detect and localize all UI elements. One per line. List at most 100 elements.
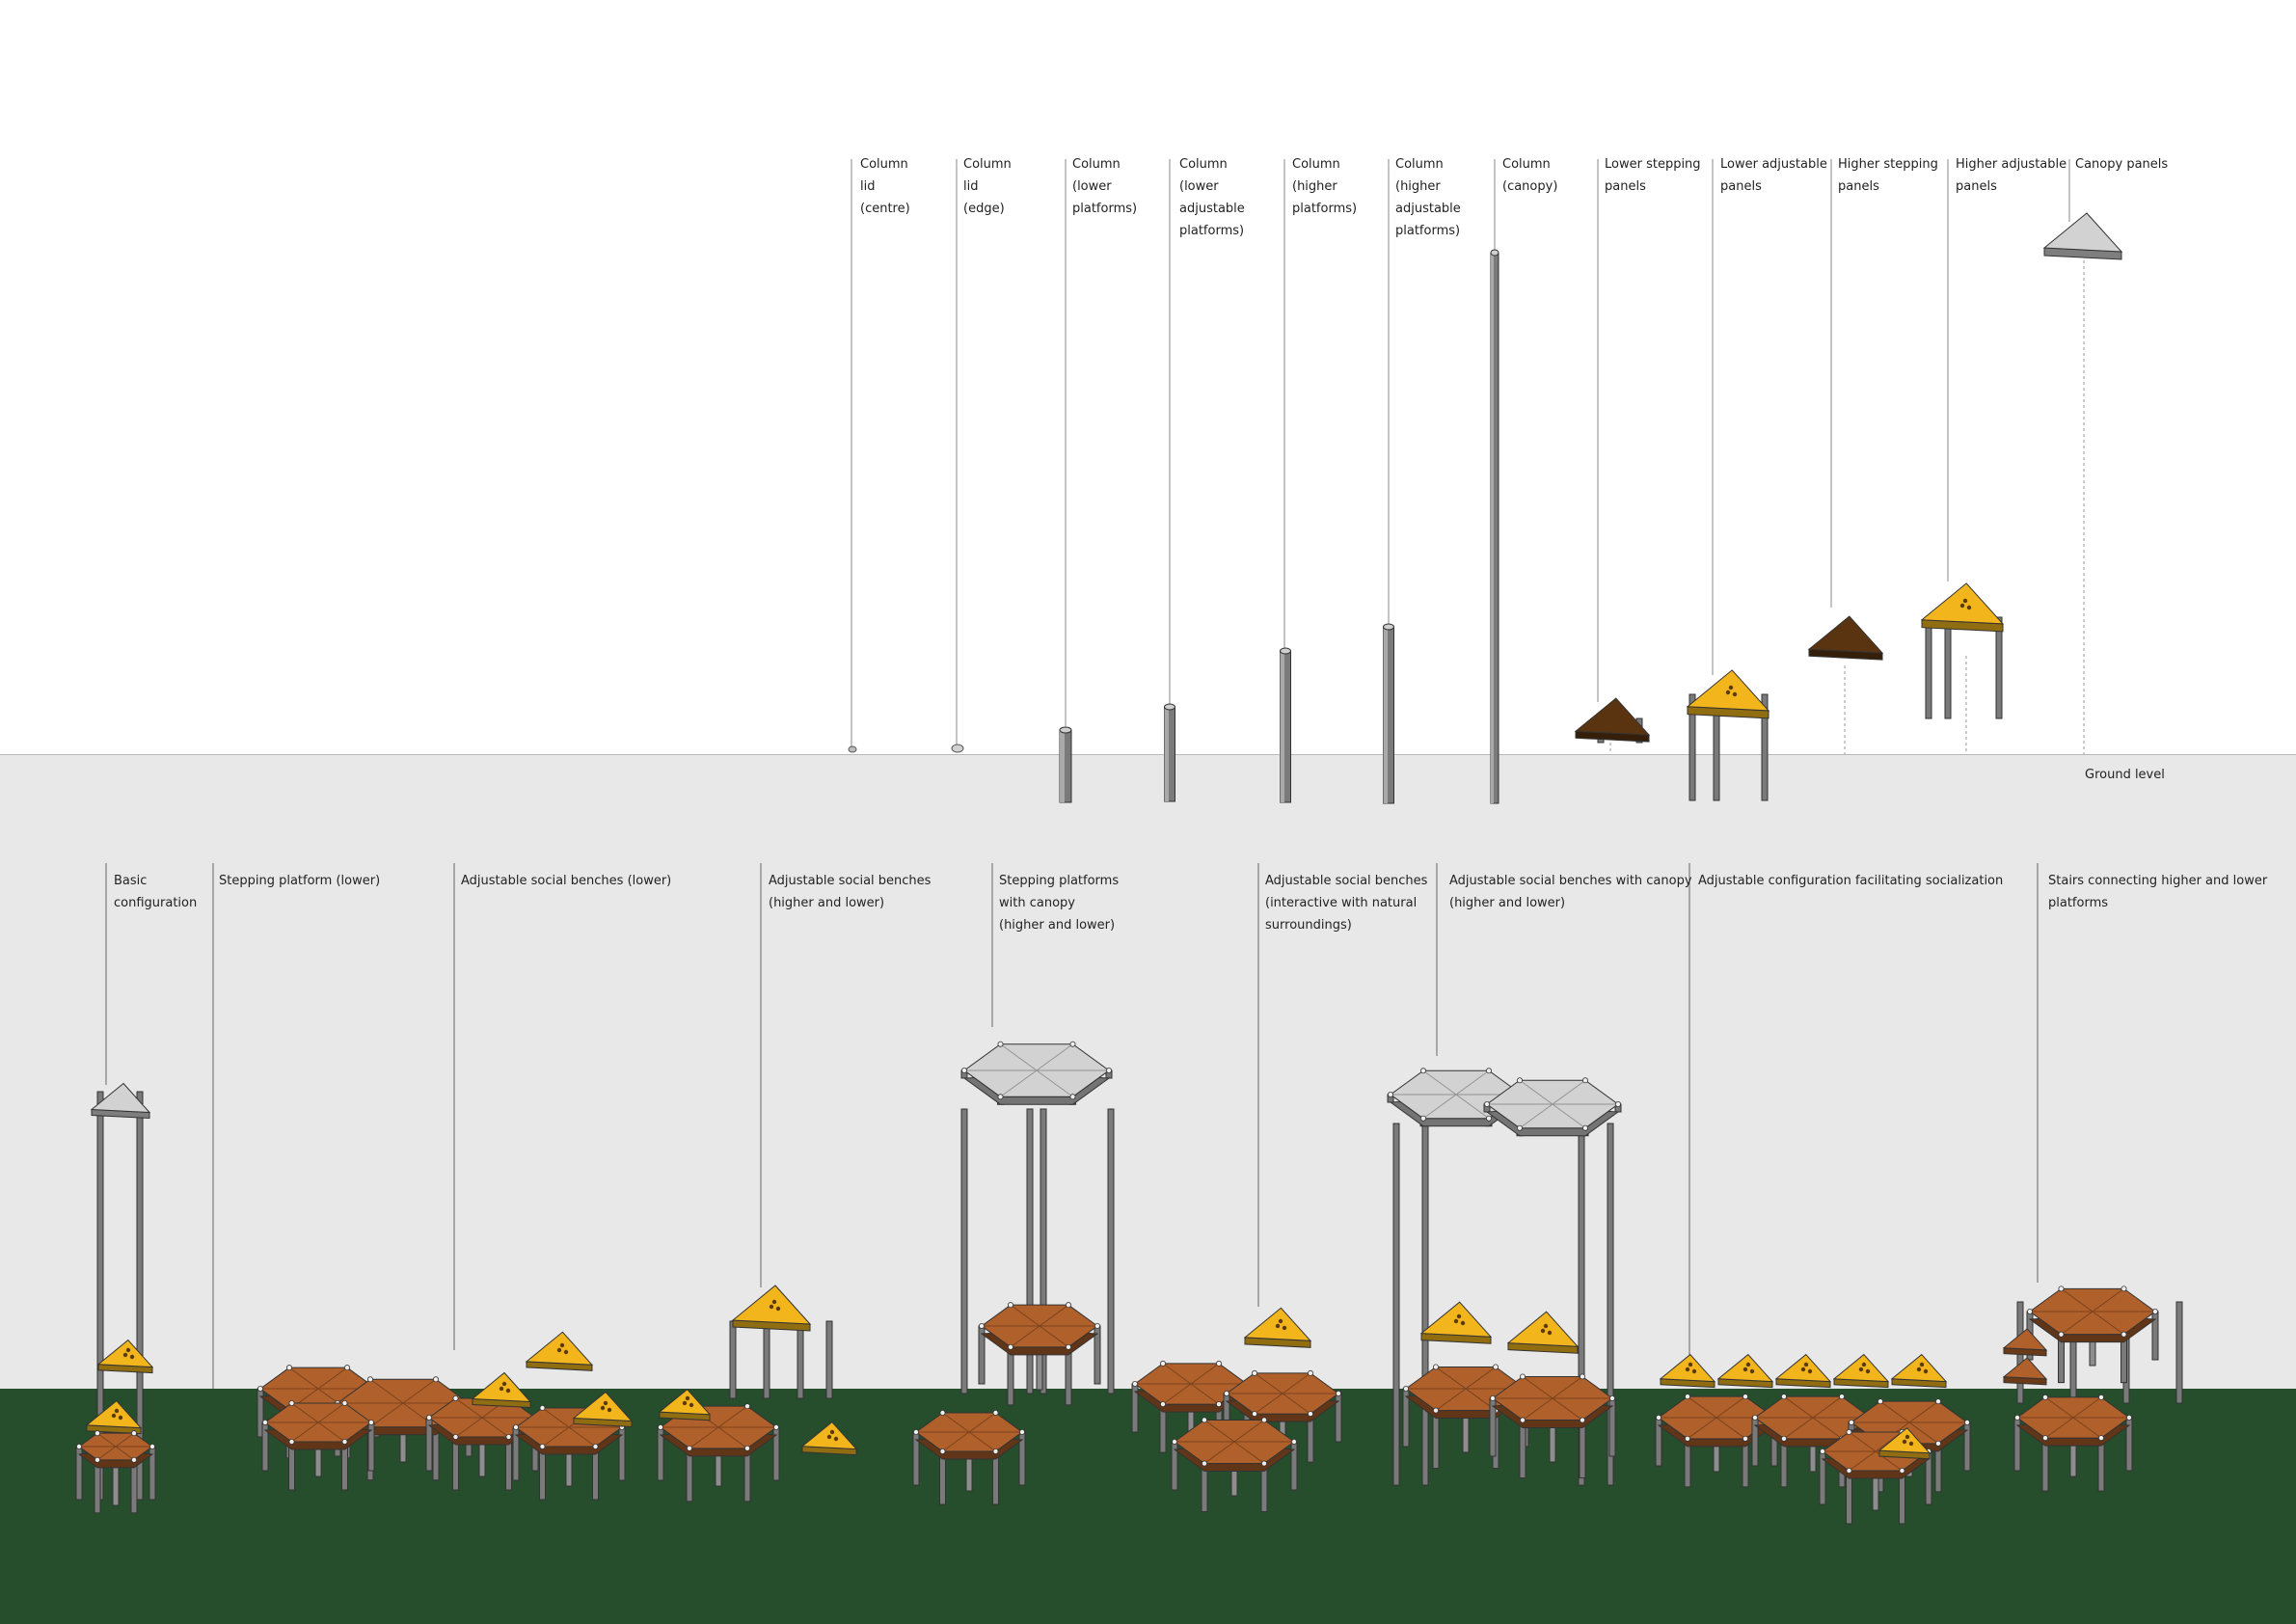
platform-seam xyxy=(115,1432,135,1448)
platform-node xyxy=(1308,1369,1314,1376)
panel-dot xyxy=(505,1388,511,1394)
social-seat xyxy=(1832,1353,1890,1389)
platform-node xyxy=(1781,1435,1788,1442)
platform-seam xyxy=(1435,1367,1467,1390)
platform-seam xyxy=(942,1431,970,1452)
panel-dot xyxy=(1540,1328,1546,1334)
benches-hl-base xyxy=(657,1403,780,1502)
canopy-panel-part xyxy=(2042,212,2123,260)
platform-seam xyxy=(1162,1383,1192,1405)
platform-node xyxy=(2026,1309,2033,1315)
platform-seam xyxy=(1254,1393,1283,1415)
platform-seam xyxy=(1010,1325,1040,1348)
platform-node xyxy=(452,1394,459,1401)
stair-leg xyxy=(2175,1301,2183,1404)
platform-node xyxy=(1656,1415,1662,1421)
platform-node xyxy=(1094,1323,1101,1330)
platform-seam xyxy=(1000,1069,1038,1097)
platform-node xyxy=(687,1445,693,1451)
basic-base xyxy=(75,1430,156,1514)
label-column-lid-edge: Column lid (edge) xyxy=(963,157,1012,216)
platform-seam xyxy=(1233,1420,1265,1443)
platform-seam xyxy=(1010,1304,1040,1327)
platform-node xyxy=(285,1365,292,1371)
platform-leg xyxy=(1519,1420,1526,1479)
platform-node xyxy=(1742,1394,1749,1400)
canopy-step-higher xyxy=(978,1302,1101,1406)
social-seat xyxy=(1774,1353,1832,1389)
platform-node xyxy=(773,1424,780,1431)
platform-seam xyxy=(402,1378,437,1404)
platform-node xyxy=(1202,1417,1208,1423)
platform-node xyxy=(1877,1398,1884,1405)
column-canopy-part xyxy=(1490,249,1499,804)
platform-seam xyxy=(2044,1396,2074,1419)
panel-leg xyxy=(1925,616,1932,719)
panel-dot xyxy=(1275,1323,1281,1329)
panel-dot xyxy=(826,1434,832,1440)
benches-hl-seat xyxy=(800,1421,858,1456)
platform-leg xyxy=(1065,1346,1072,1406)
platform-node xyxy=(1580,1417,1586,1423)
label-column-canopy: Column (canopy) xyxy=(1502,157,1558,194)
panel-dot xyxy=(1749,1368,1755,1374)
platform-seam xyxy=(317,1367,348,1390)
social-seat xyxy=(1659,1353,1716,1389)
label-stairs-higher-lower: Stairs connecting higher and lower platf… xyxy=(2048,874,2268,910)
platform-node xyxy=(76,1444,83,1450)
tall-column xyxy=(136,1091,144,1501)
canopy-column xyxy=(1040,1108,1047,1394)
panel-dot xyxy=(1725,690,1731,695)
platform-node xyxy=(1420,1115,1427,1122)
platform-node xyxy=(1202,1460,1208,1467)
column-cap xyxy=(1280,647,1291,655)
platform-seam xyxy=(1715,1395,1746,1419)
natural-seat xyxy=(1243,1307,1312,1348)
basic-lower-seat xyxy=(85,1399,143,1435)
platform-seam xyxy=(1522,1397,1553,1421)
platform-node xyxy=(1216,1401,1223,1408)
social-a xyxy=(1655,1394,1778,1488)
canopy-step-lower xyxy=(912,1409,1026,1505)
platform-seam xyxy=(1687,1417,1717,1440)
platform-node xyxy=(1069,1041,1076,1047)
label-column-lid-centre: Column lid (centre) xyxy=(860,157,910,216)
platform-node xyxy=(1252,1369,1258,1376)
platform-node xyxy=(2013,1415,2020,1421)
platform-seam xyxy=(1254,1372,1283,1394)
platform-node xyxy=(744,1445,751,1451)
platform-node xyxy=(1433,1407,1440,1414)
canopy-roof-a xyxy=(960,1041,1113,1105)
platform-node xyxy=(432,1376,439,1383)
platform-seam xyxy=(1522,1376,1553,1399)
platform-seam xyxy=(1552,1376,1583,1399)
panel-dot xyxy=(563,1349,569,1355)
platform-seam xyxy=(1715,1417,1746,1440)
platform-node xyxy=(1420,1068,1427,1074)
panel-leg xyxy=(1761,693,1769,801)
label-canopy-panels: Canopy panels xyxy=(2075,157,2169,172)
platform-node xyxy=(997,1041,1004,1047)
panel-top xyxy=(1574,697,1651,736)
platform-node xyxy=(2120,1286,2127,1292)
panel-dot xyxy=(769,1304,774,1310)
panel-dot xyxy=(1685,1367,1690,1372)
platform-node xyxy=(1490,1395,1497,1402)
platform-node xyxy=(1008,1343,1014,1350)
canopy-column xyxy=(1421,1123,1429,1486)
platform-seam xyxy=(2061,1311,2093,1336)
platform-seam xyxy=(455,1417,483,1438)
label-lower-adjustable-panels: Lower adjustable panels xyxy=(1720,157,1827,194)
label-column-higher-platforms: Column (higher platforms) xyxy=(1292,157,1358,216)
column-lid-edge-part xyxy=(951,744,964,753)
natural-b xyxy=(1223,1369,1342,1463)
label-stepping-platform-lower: Stepping platform (lower) xyxy=(219,874,381,888)
platform-seam xyxy=(1783,1417,1814,1440)
benches-hl-upper xyxy=(731,1285,812,1332)
platform-seam xyxy=(317,1402,345,1423)
panel-leg xyxy=(1944,616,1952,719)
panel-dot xyxy=(1547,1330,1553,1336)
platform-seam xyxy=(1203,1420,1235,1443)
platform-seam xyxy=(2044,1417,2074,1439)
